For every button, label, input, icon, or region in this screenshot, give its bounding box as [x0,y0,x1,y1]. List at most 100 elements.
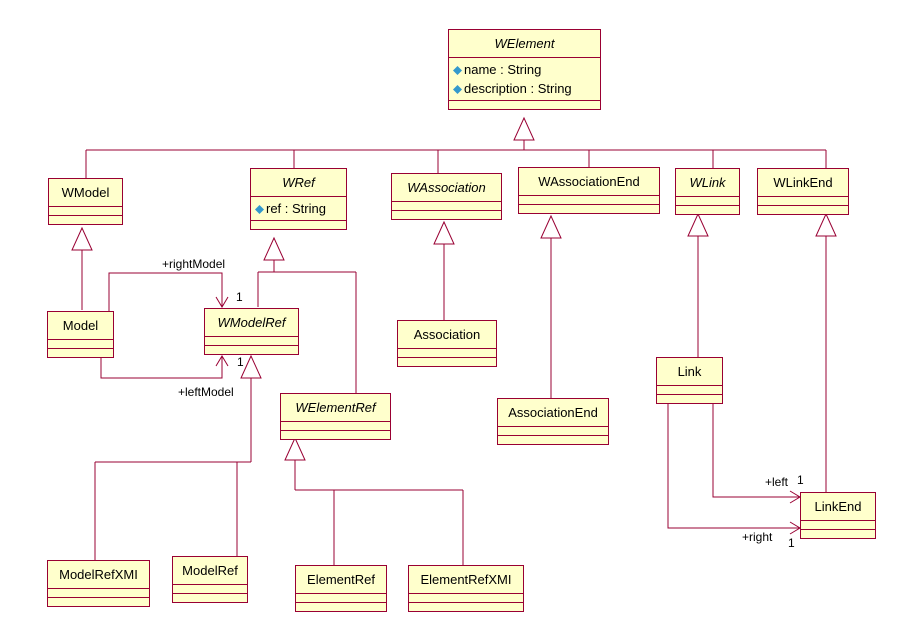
class-operations [296,603,386,611]
class-attributes [657,386,722,395]
class-name: WElementRef [281,394,390,422]
class-name: WRef [251,169,346,197]
class-operations [392,211,501,219]
rightmodel-role-label: +rightModel [162,257,226,271]
class-name: Link [657,358,722,386]
class-attributes [392,202,501,211]
class-attributes [48,589,149,598]
class-operations [281,431,390,439]
class-attributes [49,207,122,216]
generalization-wref-arrowhead [263,236,285,261]
class-attributes [676,197,739,206]
association-right-line [667,402,800,529]
class-wlink[interactable]: WLink [675,168,740,215]
leftmodel-multiplicity-label: 1 [237,355,244,369]
class-operations [173,594,247,602]
generalization-wassociationend-arrowhead [540,214,562,239]
class-operations [801,530,875,538]
class-operations [48,349,113,357]
class-operations [758,206,848,214]
class-association[interactable]: Association [397,320,497,367]
class-name: ModelRef [173,557,247,585]
class-name: LinkEnd [801,493,875,521]
class-wassociation[interactable]: WAssociation [391,173,502,220]
class-operations [657,395,722,403]
public-attribute-icon [255,205,264,214]
class-wmodel[interactable]: WModel [48,178,123,225]
class-attributes: ref : String [251,197,346,221]
generalization-wlinkend-arrowhead [815,212,837,237]
attribute-row: ref : String [255,199,342,218]
public-attribute-icon [453,66,462,75]
class-attributes [409,594,523,603]
class-welementref[interactable]: WElementRef [280,393,391,440]
leftmodel-role-label: +leftModel [178,385,234,399]
class-elementrefxmi[interactable]: ElementRefXMI [408,565,524,612]
generalization-welementref-arrowhead [284,436,306,461]
class-welement[interactable]: WElement name : String description : Str… [448,29,601,110]
attribute-row: description : String [453,79,596,98]
class-attributes [205,337,298,346]
class-name: WModel [49,179,122,207]
class-operations [251,221,346,229]
class-name: WAssociationEnd [519,168,659,196]
generalization-wassociation-arrowhead [433,220,455,245]
class-name: Association [398,321,496,349]
class-modelref[interactable]: ModelRef [172,556,248,603]
class-attributes: name : String description : String [449,58,600,101]
class-operations [205,346,298,354]
class-name: AssociationEnd [498,399,608,427]
left-role-label: +left [765,475,789,489]
class-attributes [296,594,386,603]
generalization-wmodel-arrowhead [71,226,93,251]
class-operations [676,206,739,214]
class-attributes [398,349,496,358]
association-leftmodel-arrow [215,355,229,367]
class-name: ModelRefXMI [48,561,149,589]
class-name: ElementRef [296,566,386,594]
class-modelrefxmi[interactable]: ModelRefXMI [47,560,150,607]
class-attributes [758,197,848,206]
class-name: Model [48,312,113,340]
attribute-text: name : String [464,62,542,77]
class-wmodelref[interactable]: WModelRef [204,308,299,355]
class-linkend[interactable]: LinkEnd [800,492,876,539]
attribute-row: name : String [453,60,596,79]
class-wassociationend[interactable]: WAssociationEnd [518,167,660,214]
association-rightmodel-line [108,272,223,311]
class-operations [409,603,523,611]
association-left-line [712,402,800,498]
class-name: WModelRef [205,309,298,337]
public-attribute-icon [453,85,462,94]
class-name: ElementRefXMI [409,566,523,594]
class-associationend[interactable]: AssociationEnd [497,398,609,445]
class-model[interactable]: Model [47,311,114,358]
rightmodel-multiplicity-label: 1 [236,290,243,304]
class-name: WElement [449,30,600,58]
left-multiplicity-label: 1 [797,473,804,487]
class-attributes [173,585,247,594]
class-wlinkend[interactable]: WLinkEnd [757,168,849,215]
class-name: WAssociation [392,174,501,202]
class-operations [49,216,122,224]
generalization-wmodelref-arrowhead [240,354,262,379]
right-role-label: +right [742,530,773,544]
class-wref[interactable]: WRef ref : String [250,168,347,230]
class-attributes [519,196,659,205]
attribute-text: ref : String [266,201,326,216]
association-rightmodel-arrow [215,296,229,308]
generalization-wlink-arrowhead [687,212,709,237]
class-operations [48,598,149,606]
class-operations [519,205,659,213]
association-leftmodel-line [100,355,223,379]
class-link[interactable]: Link [656,357,723,404]
attribute-text: description : String [464,81,572,96]
class-elementref[interactable]: ElementRef [295,565,387,612]
class-operations [498,436,608,444]
class-attributes [801,521,875,530]
class-attributes [498,427,608,436]
generalization-welement-arrowhead [513,116,535,141]
class-name: WLinkEnd [758,169,848,197]
class-attributes [48,340,113,349]
